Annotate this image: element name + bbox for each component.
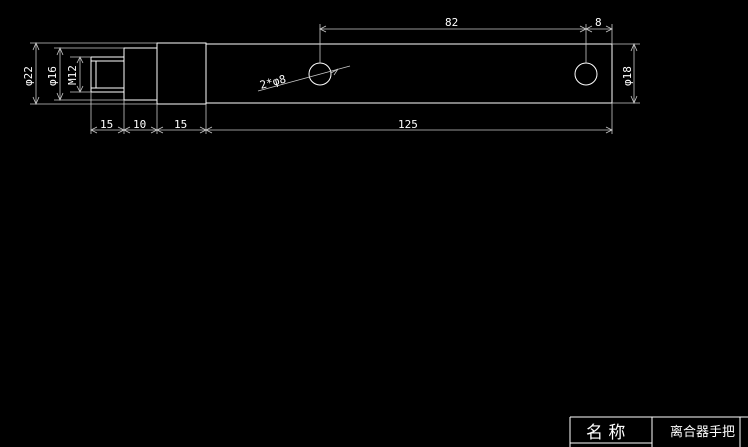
hole-right	[574, 62, 598, 86]
hole-callout: 2*φ8	[257, 65, 351, 92]
title-block-name-label: 名 称	[586, 423, 625, 443]
dim-len-main: 125	[398, 118, 418, 131]
dim-outer-diameter-label: φ22	[22, 66, 35, 86]
hole-callout-label: 2*φ8	[258, 72, 287, 91]
dim-hole-spacing	[319, 24, 613, 63]
dim-lengths-bottom	[90, 92, 613, 134]
dim-hole-edge-label: 8	[595, 16, 602, 29]
dim-len-b: 10	[133, 118, 146, 131]
dim-bar-diameter: φ18	[612, 42, 640, 105]
dim-inner-diameter: φ16	[46, 46, 124, 102]
dim-len-a: 15	[100, 118, 113, 131]
dim-thread: M12	[66, 56, 91, 93]
part-outline	[90, 42, 613, 105]
dim-outer-diameter: φ22	[22, 41, 157, 106]
title-block: 名 称 离合器手把	[569, 416, 748, 447]
dim-hole-spacing-label: 82	[445, 16, 458, 29]
dim-inner-diameter-label: φ16	[46, 66, 59, 86]
dim-len-c: 15	[174, 118, 187, 131]
dim-thread-label: M12	[66, 65, 79, 85]
dim-bar-diameter-label: φ18	[621, 66, 634, 86]
title-block-part-name: 离合器手把	[670, 424, 735, 440]
